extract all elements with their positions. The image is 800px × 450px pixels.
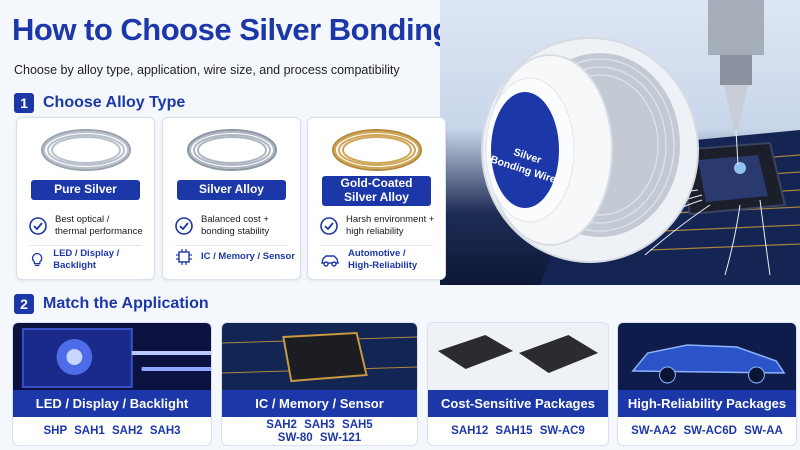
car-icon [321, 255, 339, 267]
alloy-name-badge: Gold-Coated Silver Alloy [322, 176, 431, 206]
alloy-name-badge: Pure Silver [31, 180, 140, 200]
app-product-codes: SAH12 SAH15 SW-AC9 [451, 425, 585, 438]
app-card-high-reliability: High-Reliability Packages SW-AA2 SW-AC6D… [617, 322, 797, 446]
section-choose-alloy: 1 Choose Alloy Type [14, 93, 185, 113]
section-number: 2 [14, 294, 34, 314]
alloy-benefit: Harsh environment +high reliability [320, 214, 434, 238]
alloy-use-case: LED / Display / Backlight [29, 248, 154, 272]
bulb-icon [32, 252, 43, 266]
check-circle-icon [175, 217, 193, 235]
alloy-benefit: Best optical /thermal performance [29, 214, 143, 238]
qfp-package-image [428, 323, 608, 390]
app-product-codes: SHP SAH1 SAH2 SAH3 [43, 425, 181, 438]
section-number: 1 [14, 93, 34, 113]
section-title: Choose Alloy Type [43, 94, 186, 111]
check-circle-icon [29, 217, 47, 235]
chip-icon [176, 249, 192, 265]
divider [320, 245, 433, 246]
app-card-led: LED / Display / Backlight SHP SAH1 SAH2 … [12, 322, 212, 446]
car-image [618, 323, 796, 390]
wire-coil-icon [186, 129, 277, 171]
alloy-use-case: Automotive /High-Reliability [320, 248, 417, 272]
page-title: How to Choose Silver Bonding Wire [12, 12, 524, 47]
alloy-card-pure-silver: Pure Silver Best optical /thermal perfor… [16, 117, 155, 280]
page-subtitle: Choose by alloy type, application, wire … [14, 63, 400, 77]
app-product-codes: SAH2 SAH3 SAH5 SW-80 SW-121 [266, 418, 373, 444]
app-card-ic: IC / Memory / Sensor SAH2 SAH3 SAH5 SW-8… [221, 322, 418, 446]
wire-coil-icon [40, 129, 131, 171]
alloy-use-case: IC / Memory / Sensor [175, 248, 295, 266]
alloy-benefit: Balanced cost +bonding stability [175, 214, 269, 238]
divider [29, 245, 142, 246]
app-title: Cost-Sensitive Packages [428, 390, 608, 417]
wire-coil-icon [331, 129, 422, 171]
ic-chip-image [222, 323, 417, 390]
section-title: Match the Application [43, 295, 209, 312]
alloy-card-gold-coated: Gold-Coated Silver Alloy Harsh environme… [307, 117, 446, 280]
hero-illustration: Silver Bonding Wire [440, 0, 800, 285]
divider [175, 245, 288, 246]
app-card-cost: Cost-Sensitive Packages SAH12 SAH15 SW-A… [427, 322, 609, 446]
alloy-card-silver-alloy: Silver Alloy Balanced cost +bonding stab… [162, 117, 301, 280]
app-product-codes: SW-AA2 SW-AC6D SW-AA [631, 425, 783, 438]
app-title: High-Reliability Packages [618, 390, 796, 417]
app-title: LED / Display / Backlight [13, 390, 211, 417]
app-title: IC / Memory / Sensor [222, 390, 417, 417]
alloy-name-badge: Silver Alloy [177, 180, 286, 200]
check-circle-icon [320, 217, 338, 235]
led-display-image [13, 323, 211, 390]
section-match-application: 2 Match the Application [14, 294, 209, 314]
